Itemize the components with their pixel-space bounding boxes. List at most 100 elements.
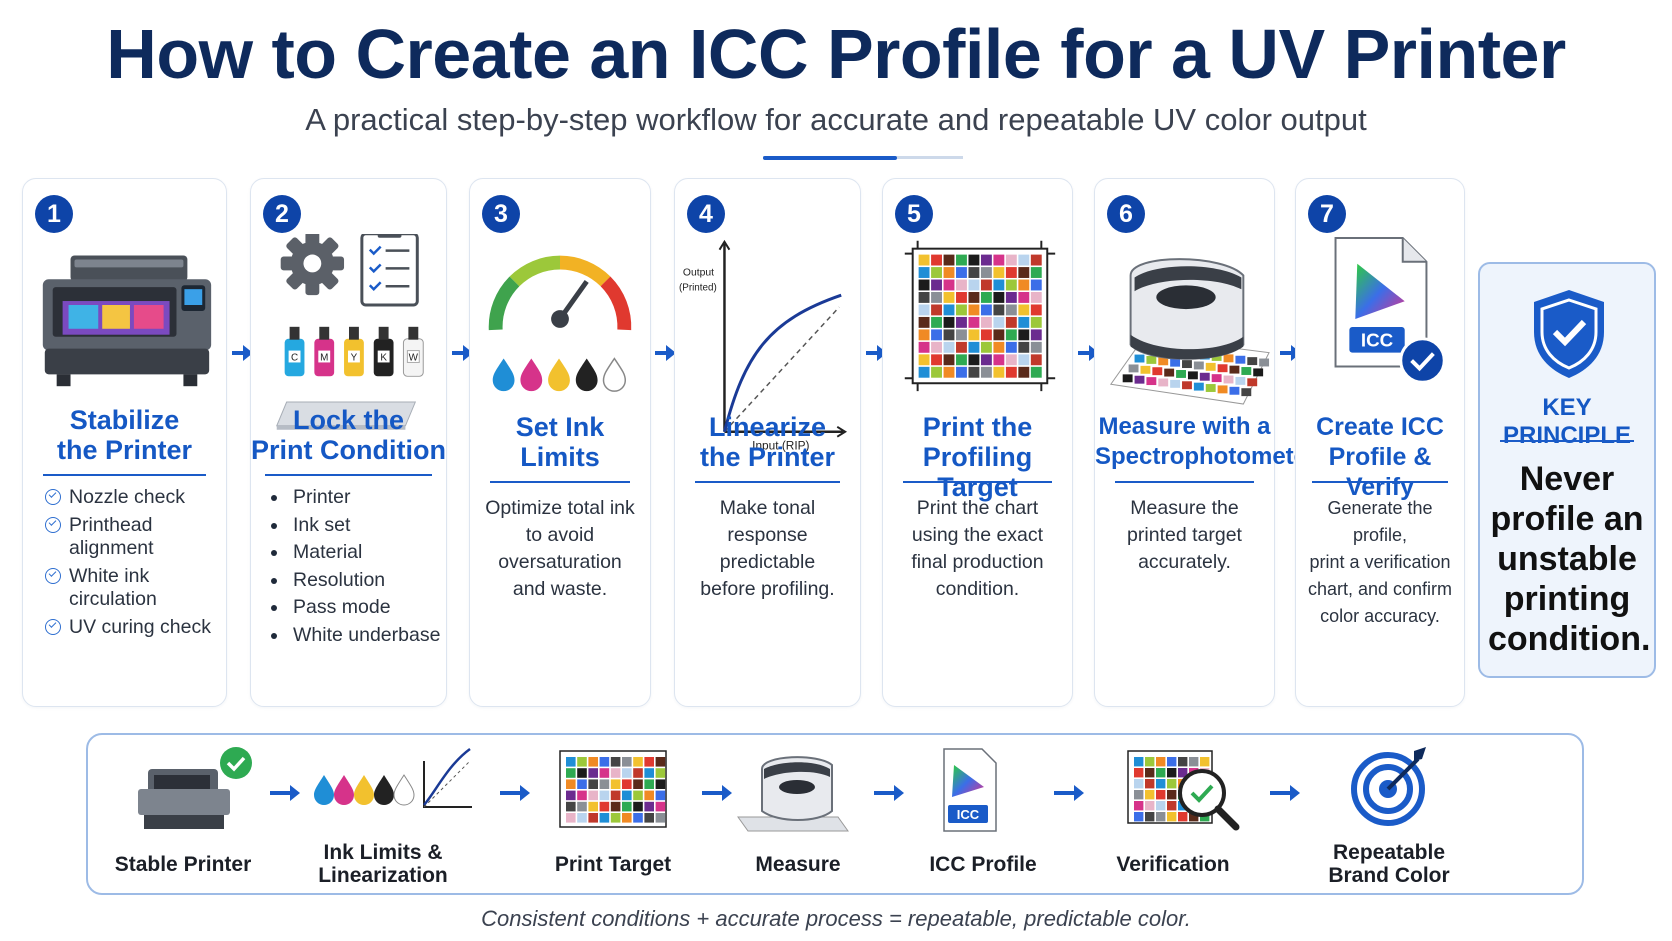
color-patch xyxy=(943,292,955,303)
color-patch xyxy=(918,267,930,278)
color-patch xyxy=(655,768,666,778)
color-patch xyxy=(956,366,967,378)
color-patch xyxy=(610,801,621,812)
color-patch xyxy=(1247,378,1258,387)
color-patch xyxy=(1134,354,1145,363)
color-patch xyxy=(1030,329,1042,341)
color-patch xyxy=(1030,341,1042,353)
step-number-badge: 6 xyxy=(1107,195,1145,233)
color-patch xyxy=(1176,370,1186,378)
color-patch xyxy=(980,329,992,341)
color-patch xyxy=(1005,341,1017,353)
color-patch xyxy=(1018,329,1030,341)
color-patch xyxy=(943,329,955,341)
svg-text:ICC: ICC xyxy=(957,807,980,822)
color-patch xyxy=(1178,812,1188,822)
spectrophotometer-icon xyxy=(1109,258,1270,405)
uv-printer-icon xyxy=(42,255,212,387)
workflow-summary: ICC Stable Printer Ink Limits &Lineariza… xyxy=(86,733,1584,895)
step-divider xyxy=(1312,481,1448,483)
color-patch xyxy=(1030,354,1042,366)
color-patch xyxy=(993,354,1005,366)
color-patch xyxy=(931,354,942,366)
color-patch xyxy=(577,801,587,812)
color-patch xyxy=(1167,790,1177,800)
color-patch xyxy=(566,813,576,823)
color-patch xyxy=(622,757,632,767)
color-patch xyxy=(943,316,955,328)
color-patch xyxy=(655,813,666,823)
color-patch xyxy=(1134,790,1144,800)
color-patch xyxy=(1145,757,1155,767)
color-patch xyxy=(655,757,666,767)
svg-text:ICC: ICC xyxy=(1361,330,1394,351)
color-patch xyxy=(956,254,967,266)
color-patch xyxy=(931,267,942,278)
check-item-uv-curing: UV curing check xyxy=(43,616,211,639)
check-icon xyxy=(1399,337,1446,384)
color-patch xyxy=(622,768,632,778)
step-card-5: 5 Print the Profiling Target Print the c… xyxy=(882,178,1073,707)
verification-target-icon xyxy=(1127,750,1240,831)
ink-bottle-icon: C M Y K W xyxy=(284,326,424,377)
check-item-nozzle: Nozzle check xyxy=(43,486,211,509)
color-patch xyxy=(1223,354,1234,363)
color-patch xyxy=(980,366,992,378)
color-patch xyxy=(968,304,980,316)
color-patch xyxy=(622,790,632,801)
step-divider xyxy=(903,481,1052,483)
arrow-right-icon xyxy=(655,345,676,361)
color-patch xyxy=(956,316,967,328)
color-patch xyxy=(1018,354,1030,366)
step-number-badge: 1 xyxy=(35,195,73,233)
color-patch xyxy=(644,768,654,778)
color-patch xyxy=(1018,316,1030,328)
color-patch xyxy=(1167,779,1177,789)
color-patch xyxy=(943,267,955,278)
step-title: Set Ink Limits xyxy=(515,412,605,472)
spectrophotometer-icon xyxy=(737,756,849,832)
color-patch xyxy=(993,316,1005,328)
color-patch xyxy=(610,757,621,767)
color-patch xyxy=(1241,388,1252,397)
color-patch xyxy=(1005,304,1017,316)
color-patch xyxy=(1193,382,1204,391)
color-patch xyxy=(655,801,666,812)
color-patch xyxy=(968,254,980,266)
step-divider xyxy=(490,481,630,483)
color-patch xyxy=(931,366,942,378)
workflow-summary-icons: ICC xyxy=(138,747,1426,832)
color-patch xyxy=(577,757,587,767)
color-patch xyxy=(993,304,1005,316)
color-patch xyxy=(918,254,930,266)
color-patch xyxy=(599,801,610,812)
color-patch xyxy=(577,768,587,778)
color-patch xyxy=(1167,812,1177,822)
step-title: Print the Profiling Target xyxy=(922,412,1033,502)
color-patch xyxy=(1178,757,1188,767)
color-patch xyxy=(1205,362,1216,371)
color-patch xyxy=(1152,367,1163,376)
color-patch xyxy=(644,801,654,812)
footer-note: Consistent conditions + accurate process… xyxy=(481,906,1191,931)
color-patch xyxy=(1145,779,1155,789)
color-patch xyxy=(968,316,980,328)
color-patch xyxy=(577,790,587,801)
bullet-item: Printer xyxy=(265,486,440,509)
color-patch xyxy=(980,341,992,353)
color-patch xyxy=(1170,358,1181,367)
svg-text:K: K xyxy=(380,352,387,363)
color-patch xyxy=(993,329,1005,341)
flow-label: Measure xyxy=(755,853,841,876)
color-patch xyxy=(918,304,930,316)
bullet-item: Pass mode xyxy=(265,596,440,619)
gear-icon xyxy=(280,234,345,296)
flow-label: ICC Profile xyxy=(929,853,1037,876)
color-patch xyxy=(1140,365,1151,374)
color-patch xyxy=(1005,254,1017,266)
color-patch xyxy=(1146,355,1157,364)
ink-limits-illustration xyxy=(488,255,632,392)
print-condition-illustration: C M Y K W xyxy=(275,234,424,430)
color-patch xyxy=(968,292,980,303)
